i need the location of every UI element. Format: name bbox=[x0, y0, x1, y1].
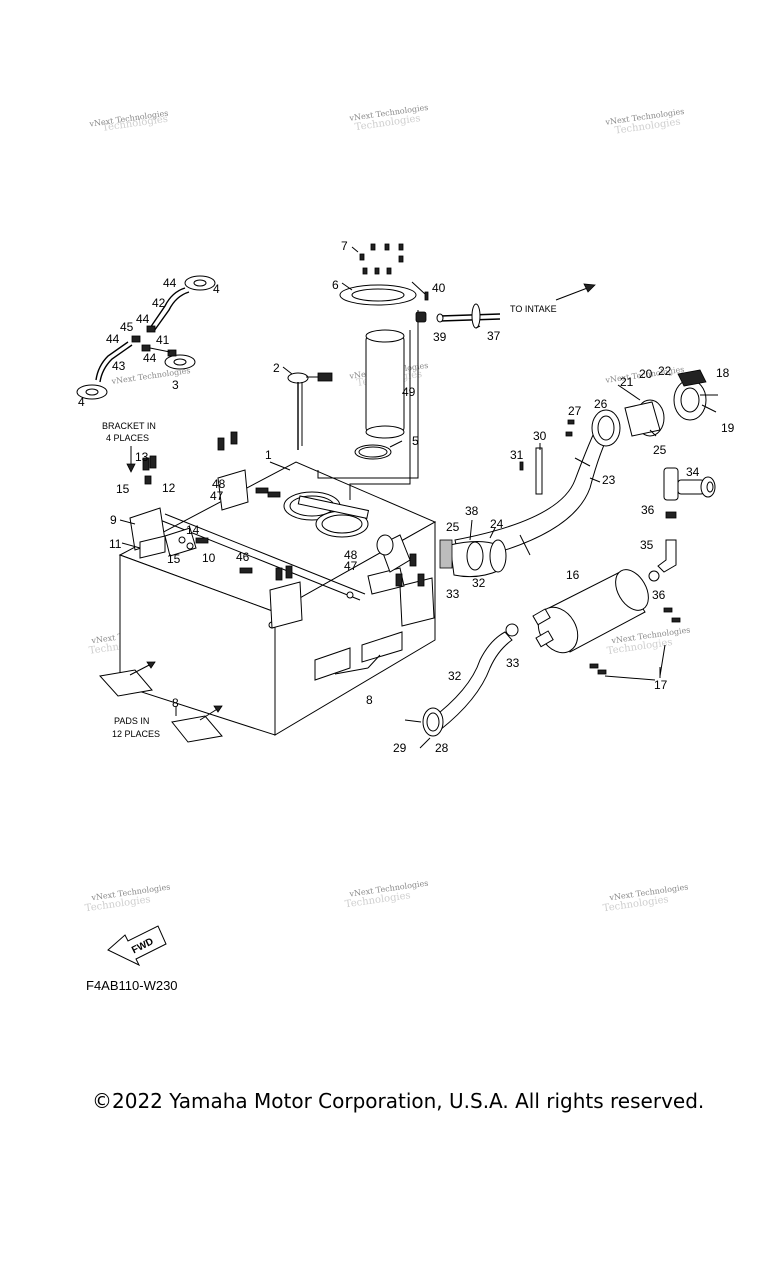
callout-16: 16 bbox=[566, 568, 580, 582]
callout-41: 41 bbox=[156, 333, 170, 347]
callout-32: 32 bbox=[472, 576, 486, 590]
clamp-parts bbox=[519, 419, 575, 495]
callout-15: 15 bbox=[116, 482, 130, 496]
callout-6: 6 bbox=[332, 278, 339, 292]
diagram-code: F4AB110-W230 bbox=[86, 978, 178, 993]
fuel-filter-parts bbox=[532, 569, 681, 681]
callout-15: 15 bbox=[167, 552, 181, 566]
callout-42: 42 bbox=[152, 296, 166, 310]
bolt-parts bbox=[142, 431, 425, 587]
callout-36: 36 bbox=[641, 503, 655, 517]
callout-8: 8 bbox=[172, 696, 179, 710]
bracket-note-line1: BRACKET IN bbox=[102, 421, 156, 431]
callout-45: 45 bbox=[120, 320, 134, 334]
callout-49: 49 bbox=[402, 385, 416, 399]
watermark: Technologies vNext Technologies bbox=[606, 625, 691, 657]
callout-2: 2 bbox=[273, 361, 280, 375]
callout-8: 8 bbox=[366, 693, 373, 707]
intake-fitting-parts bbox=[415, 283, 596, 329]
callout-13: 13 bbox=[135, 450, 149, 464]
callout-17: 17 bbox=[654, 678, 668, 692]
callout-33: 33 bbox=[446, 587, 460, 601]
callout-20: 20 bbox=[639, 367, 653, 381]
fuel-tank bbox=[118, 461, 437, 736]
copyright-notice: ©2022 Yamaha Motor Corporation, U.S.A. A… bbox=[92, 1089, 704, 1113]
callout-44: 44 bbox=[163, 276, 177, 290]
watermark: Technologies vNext Technologies bbox=[602, 882, 689, 914]
callout-22: 22 bbox=[658, 364, 672, 378]
callout-34: 34 bbox=[686, 465, 700, 479]
callout-46: 46 bbox=[236, 550, 250, 564]
callout-5: 5 bbox=[412, 434, 419, 448]
callout-18: 18 bbox=[716, 366, 730, 380]
callout-35: 35 bbox=[640, 538, 654, 552]
forward-arrow: FWD bbox=[107, 925, 167, 967]
callout-29: 29 bbox=[393, 741, 407, 755]
callout-10: 10 bbox=[202, 551, 216, 565]
lower-hose-parts bbox=[376, 534, 519, 737]
diagram-notes: TO INTAKE BRACKET IN 4 PLACES PADS IN 12… bbox=[102, 304, 557, 739]
callout-25: 25 bbox=[653, 443, 667, 457]
filler-hose-parts bbox=[454, 369, 718, 563]
callout-48: 48 bbox=[212, 477, 226, 491]
callout-44: 44 bbox=[106, 332, 120, 346]
callout-19: 19 bbox=[721, 421, 735, 435]
callout-21: 21 bbox=[620, 375, 634, 389]
callout-44: 44 bbox=[136, 312, 150, 326]
callout-47: 47 bbox=[210, 489, 224, 503]
fuel-line-parts bbox=[76, 275, 216, 400]
callout-9: 9 bbox=[110, 513, 117, 527]
callout-14: 14 bbox=[186, 523, 200, 537]
to-intake-label: TO INTAKE bbox=[510, 304, 557, 314]
callout-4: 4 bbox=[213, 282, 220, 296]
callout-40: 40 bbox=[432, 281, 446, 295]
callout-44: 44 bbox=[143, 351, 157, 365]
pads-note-line1: PADS IN bbox=[114, 716, 149, 726]
callout-43: 43 bbox=[112, 359, 126, 373]
callout-numbers: 1 2 3 4 4 5 6 7 8 8 9 10 11 12 13 14 15 … bbox=[78, 239, 735, 755]
callout-30: 30 bbox=[533, 429, 547, 443]
watermark: Technologies vNext Technologies bbox=[344, 879, 429, 911]
fuel-pump-assembly bbox=[317, 243, 419, 500]
callout-25: 25 bbox=[446, 520, 460, 534]
callout-1: 1 bbox=[265, 448, 272, 462]
callout-33: 33 bbox=[506, 656, 520, 670]
callout-4: 4 bbox=[78, 395, 85, 409]
callout-37: 37 bbox=[487, 329, 501, 343]
watermark: Technologies vNext Technologies bbox=[84, 882, 171, 914]
vent-fitting-parts bbox=[648, 467, 716, 582]
callout-36: 36 bbox=[652, 588, 666, 602]
watermark: Technologies vNext Technologies bbox=[88, 109, 169, 134]
callout-31: 31 bbox=[510, 448, 524, 462]
leader-lines bbox=[119, 246, 661, 749]
callout-27: 27 bbox=[568, 404, 582, 418]
callout-23: 23 bbox=[602, 473, 616, 487]
watermark: Technologies vNext Technologies bbox=[348, 103, 429, 133]
callout-12: 12 bbox=[162, 481, 176, 495]
callout-28: 28 bbox=[435, 741, 449, 755]
callout-39: 39 bbox=[433, 330, 447, 344]
callout-48: 48 bbox=[344, 548, 358, 562]
callout-32: 32 bbox=[448, 669, 462, 683]
watermark: Technologies vNext Technologies bbox=[604, 107, 685, 137]
callout-47: 47 bbox=[344, 559, 358, 573]
fuel-sender-part bbox=[287, 372, 333, 450]
callout-7: 7 bbox=[341, 239, 348, 253]
callout-11: 11 bbox=[109, 537, 122, 551]
pads-note-line2: 12 PLACES bbox=[112, 729, 160, 739]
callout-26: 26 bbox=[594, 397, 608, 411]
bracket-note-line2: 4 PLACES bbox=[106, 433, 149, 443]
pad-parts bbox=[99, 661, 223, 743]
callout-3: 3 bbox=[172, 378, 179, 392]
bracket-parts bbox=[129, 469, 435, 629]
callout-38: 38 bbox=[465, 504, 479, 518]
callout-24: 24 bbox=[490, 517, 504, 531]
